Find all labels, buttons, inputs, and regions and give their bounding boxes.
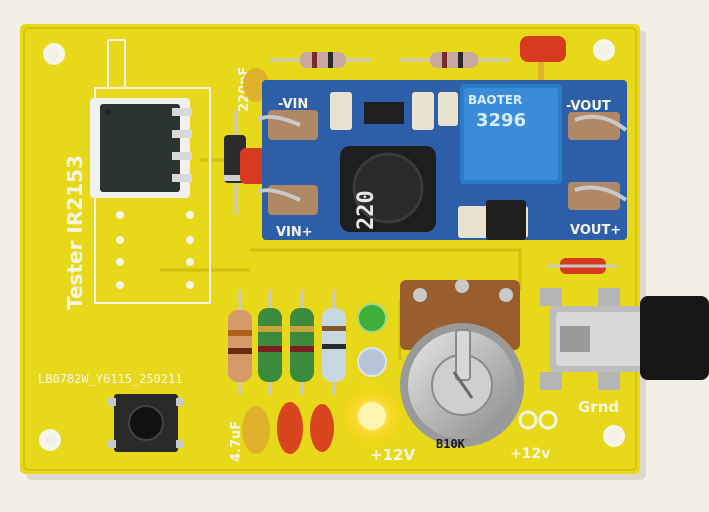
push-button[interactable] [108,394,184,452]
potentiometer [400,279,524,447]
led-yellow [358,402,386,430]
pot-label: B10K [436,437,466,451]
module-vout-plus: VOUT+ [570,223,621,238]
trimmer-code: 3296 [476,110,526,131]
usb-cable [640,296,709,380]
v12-label-right: +12v [510,446,550,462]
resistor-row [228,290,346,395]
v12-label-left: +12V [370,446,415,464]
top-diodes [270,52,510,68]
led-green [357,303,387,333]
capacitor-top-right [520,36,566,62]
capacitor-4-7uf [242,406,270,454]
trimmer-brand: BAOTER [468,93,522,107]
board-title: Tester IR2153 [63,155,87,310]
mounting-holes [39,39,625,451]
trimmer-pin [538,62,544,82]
capacitor-orange-1 [277,402,303,454]
ic-socket-pads [116,211,194,289]
module-vout-minus: -VOUT [566,99,611,114]
module-vin-minus: -VIN [278,97,308,112]
led-clear [357,347,387,377]
silkscreen-outlines [94,39,211,304]
boost-module [256,80,628,240]
inductor-code: 220 [354,190,379,230]
pcb-code: LB0782W_Y6115_250211 [38,372,183,386]
mini-usb-connector [540,288,660,390]
capacitor-red-left [240,148,266,184]
module-vin-plus: VIN+ [276,225,313,240]
board-edge [23,27,637,471]
ir2153-chip [90,98,192,198]
capacitor-orange-2 [310,404,334,452]
cap-bottom-label: 4.7uF [229,421,244,462]
power-pads [518,410,558,430]
ground-label: Grnd [578,398,619,416]
